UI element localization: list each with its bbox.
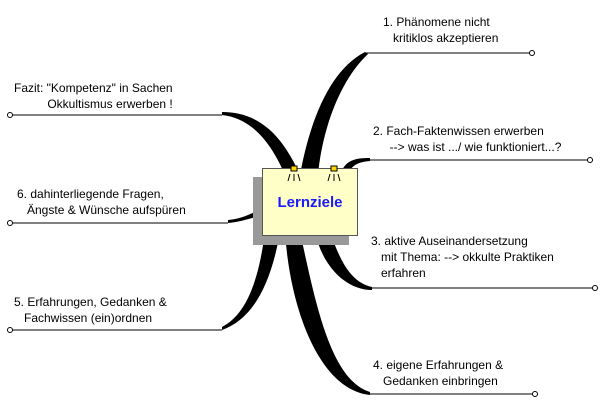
branch-label-5[interactable]: 5. Erfahrungen, Gedanken & Fachwissen (e… (14, 295, 167, 325)
branch-5 (222, 232, 280, 330)
branch-label-4[interactable]: 4. eigene Erfahrungen & Gedanken einbrin… (373, 358, 504, 388)
branch-6 (228, 208, 262, 223)
central-topic[interactable]: Lernziele (262, 168, 358, 236)
lamp-icon (327, 165, 341, 182)
lamp-icon (287, 165, 301, 182)
branch-1 (300, 52, 368, 175)
branch-label-3[interactable]: 3. aktive Auseinandersetzung mit Thema: … (371, 234, 554, 280)
branch-label-2[interactable]: 2. Fach-Faktenwissen erwerben --> was is… (373, 124, 562, 154)
branch-label-6[interactable]: 6. dahinterliegende Fragen, Ängste & Wün… (17, 187, 186, 217)
branch-label-fazit[interactable]: Fazit: "Kompetenz" in Sachen Okkultismus… (14, 81, 173, 111)
branch-label-1[interactable]: 1. Phänomene nicht kritiklos akzeptieren (383, 15, 499, 45)
branch-3 (315, 232, 372, 290)
central-topic-label: Lernziele (277, 193, 343, 211)
branch-fazit (222, 112, 300, 175)
branch-4 (285, 232, 370, 395)
